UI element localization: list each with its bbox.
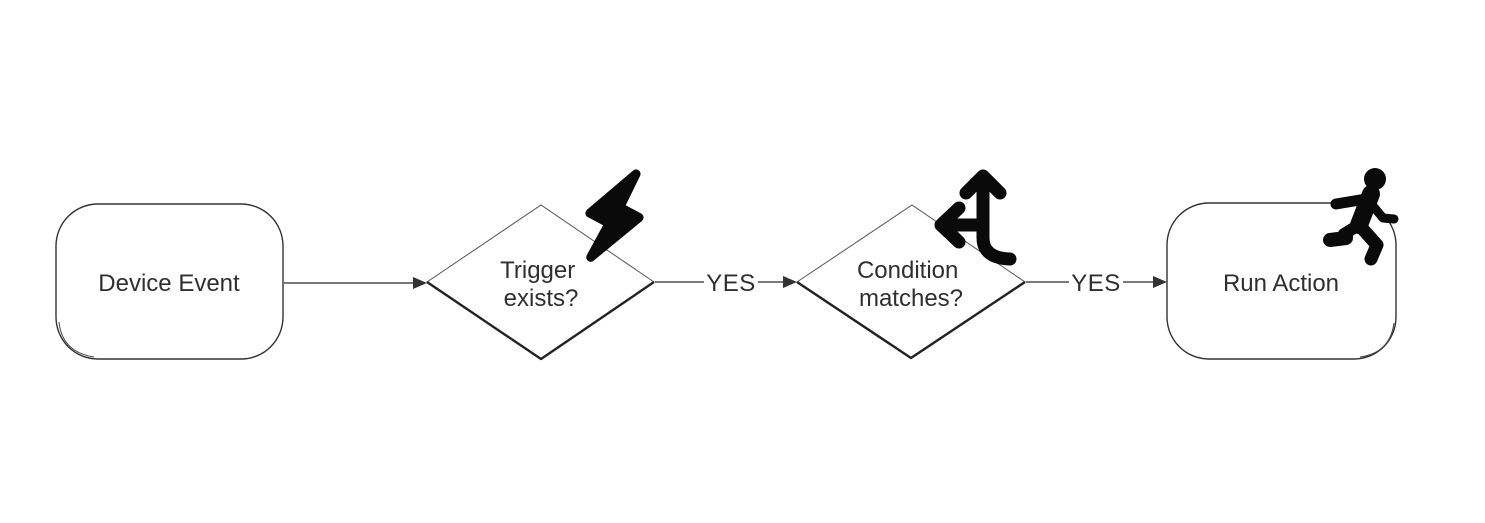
node-condition-matches: Condition matches? — [796, 169, 1026, 360]
person-running-icon — [1323, 168, 1399, 266]
rounded-rectangle-shape — [55, 203, 284, 360]
arrowhead-icon — [413, 277, 427, 289]
node-label-line1: Trigger — [500, 257, 575, 284]
node-label: Condition matches? — [857, 257, 965, 312]
edge-condition-matches-to-run-action: YES — [1026, 264, 1167, 300]
edge-device-event-to-trigger-exists — [284, 277, 427, 289]
node-label-line2: exists? — [504, 285, 579, 312]
node-label-line2: matches? — [859, 285, 963, 312]
node-run-action: Run Action — [1166, 168, 1399, 360]
diamond-shadow-edge — [426, 281, 655, 361]
sketch-stroke — [58, 321, 95, 358]
node-trigger-exists: Trigger exists? — [426, 169, 655, 361]
sketch-stroke — [1359, 322, 1395, 358]
node-label: Device Event — [98, 270, 240, 297]
node-label: Trigger exists? — [500, 257, 582, 312]
node-label-line1: Condition — [857, 257, 958, 284]
lightning-bolt-icon — [585, 169, 644, 262]
diamond-shadow-edge — [796, 281, 1026, 360]
arrowhead-icon — [1153, 276, 1167, 288]
arrows-split-up-and-left-icon — [934, 169, 1017, 266]
node-device-event: Device Event — [55, 203, 284, 360]
edge-trigger-exists-to-condition-matches: YES — [655, 264, 797, 300]
node-label: Run Action — [1223, 270, 1339, 297]
edge-label-background — [704, 264, 758, 300]
edge-label-yes: YES — [1071, 270, 1121, 297]
arrowhead-icon — [783, 276, 797, 288]
edge-label-yes: YES — [706, 270, 756, 297]
edge-label-background — [1069, 264, 1123, 300]
